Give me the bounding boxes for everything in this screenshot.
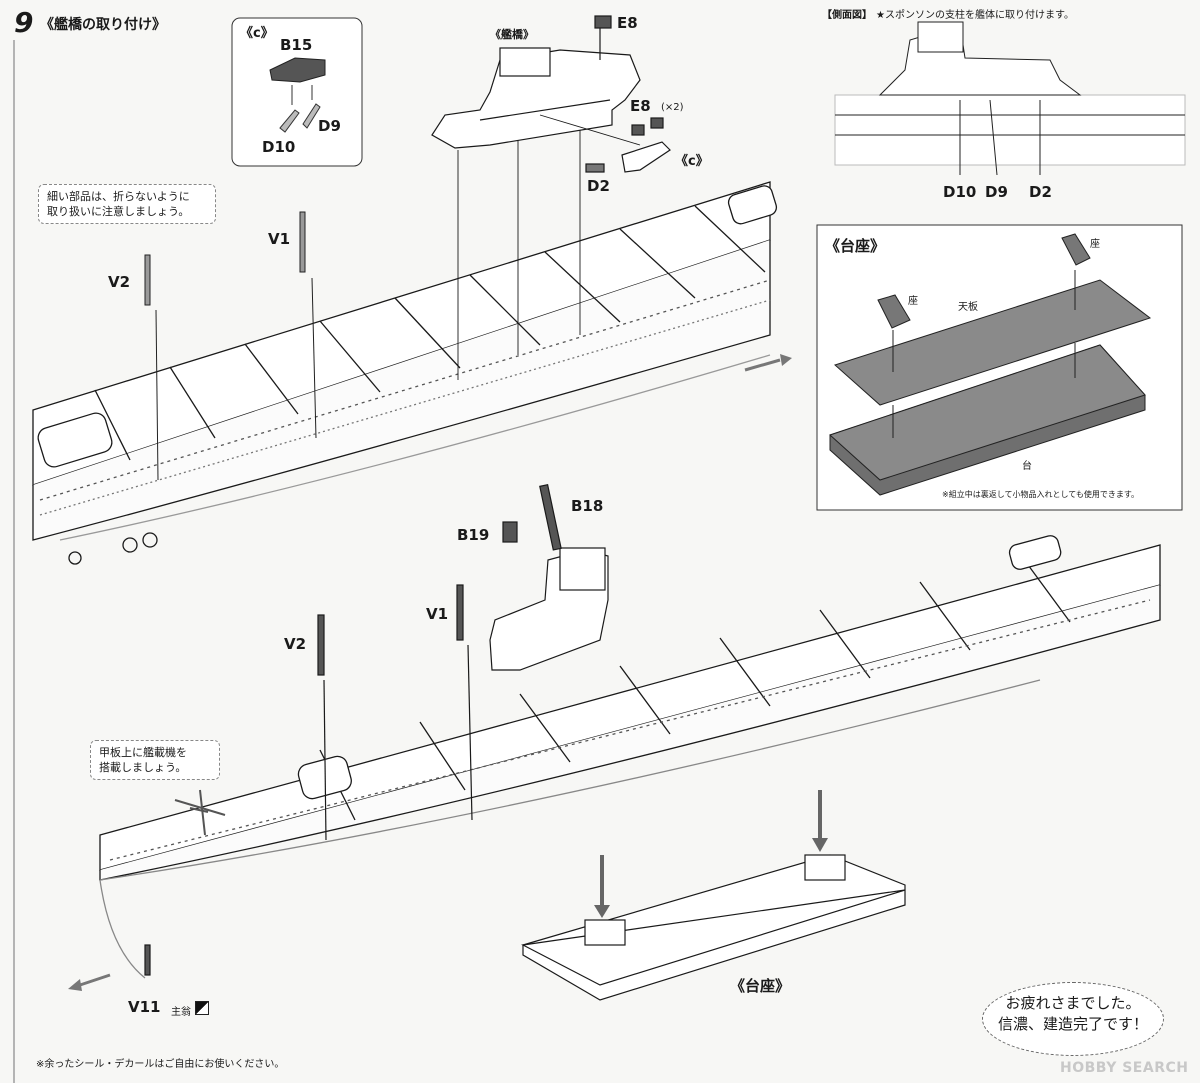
lower-label-v2: V2	[284, 635, 307, 653]
paint-swatch-icon	[195, 1001, 209, 1015]
lower-label-b18: B18	[571, 497, 604, 515]
side-label-d9: D9	[985, 183, 1008, 201]
stand-top-plate-label: 天板	[958, 302, 978, 313]
bridge-c-ref: 《c》	[675, 154, 709, 169]
footer-note: ※余ったシール・デカールはご自由にお使いください。	[36, 1059, 285, 1070]
completion-message: お疲れさまでした。 信濃、建造完了です！	[982, 982, 1164, 1056]
part-label-d9: D9	[318, 117, 341, 135]
side-view-note: ★スポンソンの支柱を艦体に取り付けます。	[876, 10, 1074, 21]
upper-carrier-drawing	[32, 181, 792, 565]
fragile-parts-note: 細い部品は、折らないように 取り扱いに注意しましょう。	[38, 184, 216, 224]
side-label-d2: D2	[1029, 183, 1052, 201]
upper-mast-parts	[144, 211, 317, 481]
part-color-v11: 主翁	[171, 1007, 191, 1018]
lower-island-drawing	[144, 484, 609, 976]
step-title: 《艦橋の取り付け》	[40, 17, 166, 33]
stand-inset-drawing	[816, 224, 1183, 511]
part-label-b15: B15	[280, 36, 313, 54]
stand-inset-title: 《台座》	[825, 237, 886, 255]
side-view-title: 【側面図】	[822, 10, 872, 21]
part-label-d2: D2	[587, 177, 610, 195]
stand-caption: 《台座》	[730, 977, 791, 995]
aircraft-note: 甲板上に艦載機を 搭載しましょう。	[90, 740, 220, 780]
side-view-drawing	[834, 21, 1186, 176]
stand-seat-label-right: 座	[1090, 239, 1100, 250]
lower-carrier-drawing	[68, 535, 1161, 991]
part-label-e8: E8	[630, 97, 651, 115]
stand-base-label: 台	[1022, 461, 1032, 472]
upper-label-v2: V2	[108, 273, 131, 291]
part-label-e8-top: E8	[617, 14, 638, 32]
lower-label-v1: V1	[426, 605, 449, 623]
stand-seat-label-left: 座	[908, 296, 918, 307]
side-label-d10: D10	[943, 183, 977, 201]
bridge-title: 《艦橋》	[490, 28, 534, 41]
step-number: 9	[14, 6, 34, 39]
lower-label-b19: B19	[457, 526, 490, 544]
bridge-assembly-drawing	[431, 15, 671, 380]
inset-c-frame	[231, 17, 363, 167]
watermark-text: HOBBY SEARCH	[1060, 1060, 1189, 1076]
upper-label-v1: V1	[268, 230, 291, 248]
inset-c-title: 《c》	[240, 26, 274, 41]
lower-stand-drawing	[521, 790, 906, 1001]
part-label-d10: D10	[262, 138, 296, 156]
stand-footnote: ※組立中は裏返して小物品入れとしても使用できます。	[942, 490, 1140, 499]
part-qty-e8: (×2)	[661, 102, 684, 113]
part-label-v11: V11	[128, 998, 161, 1016]
